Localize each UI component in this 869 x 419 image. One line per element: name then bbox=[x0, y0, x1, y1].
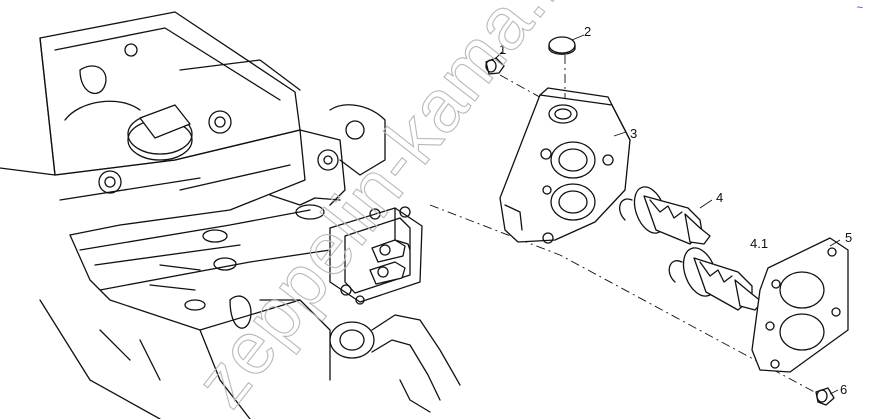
part-6-plug bbox=[815, 387, 835, 406]
callout-3: 3 bbox=[630, 126, 637, 141]
callout-5: 5 bbox=[845, 230, 852, 245]
part-3-thermostat-housing bbox=[499, 87, 631, 244]
callout-4-1: 4.1 bbox=[750, 236, 768, 251]
engine-block bbox=[0, 11, 461, 419]
part-2-plug bbox=[548, 36, 576, 55]
callout-2: 2 bbox=[584, 24, 591, 39]
part-4-thermostat bbox=[619, 186, 711, 245]
callout-6: 6 bbox=[840, 382, 847, 397]
callout-1: 1 bbox=[499, 42, 506, 57]
assembly-axis-line bbox=[429, 204, 821, 396]
callout-4: 4 bbox=[716, 190, 723, 205]
part-1-dowel-pin bbox=[485, 57, 505, 75]
part-5-gasket bbox=[751, 237, 849, 373]
leader-lines bbox=[495, 34, 841, 395]
part-4-1-thermostat bbox=[668, 247, 763, 311]
corner-mark: ~ bbox=[856, 2, 863, 14]
